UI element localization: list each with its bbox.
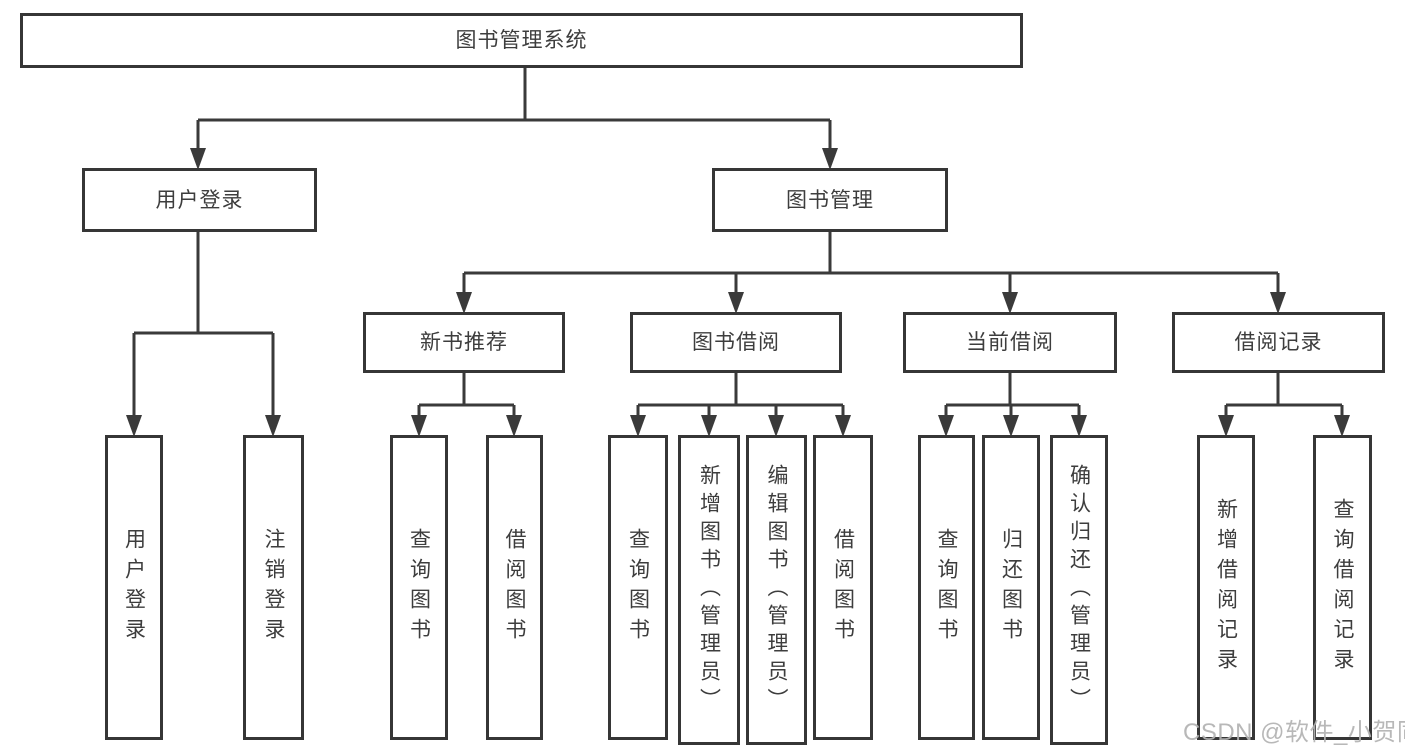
leaf-borrow-books-borrowing: 借阅图书 [813,435,873,740]
leaf-query-books-borrowing: 查询图书 [608,435,668,740]
node-book-management: 图书管理 [712,168,948,232]
leaf-borrow-books-recommend: 借阅图书 [486,435,543,740]
node-new-book-recommendation: 新书推荐 [363,312,565,373]
node-library-management-system: 图书管理系统 [20,13,1023,68]
node-book-borrowing: 图书借阅 [630,312,842,373]
watermark-text: CSDN @软件_小贺同学 [1183,719,1405,746]
leaf-logout: 注销登录 [243,435,304,740]
node-current-borrowing: 当前借阅 [903,312,1117,373]
leaf-user-login: 用户登录 [105,435,163,740]
leaf-query-books-recommend: 查询图书 [390,435,448,740]
leaf-query-borrow-record: 查询借阅记录 [1313,435,1372,740]
leaf-return-books: 归还图书 [982,435,1040,740]
leaf-confirm-return-admin: 确认归还（管理员） [1050,435,1108,745]
leaf-edit-books-admin: 编辑图书（管理员） [746,435,807,745]
node-user-login: 用户登录 [82,168,317,232]
leaf-add-borrow-record: 新增借阅记录 [1197,435,1255,740]
node-borrowing-records: 借阅记录 [1172,312,1385,373]
leaf-query-books-current: 查询图书 [918,435,975,740]
leaf-add-books-admin: 新增图书（管理员） [678,435,740,745]
